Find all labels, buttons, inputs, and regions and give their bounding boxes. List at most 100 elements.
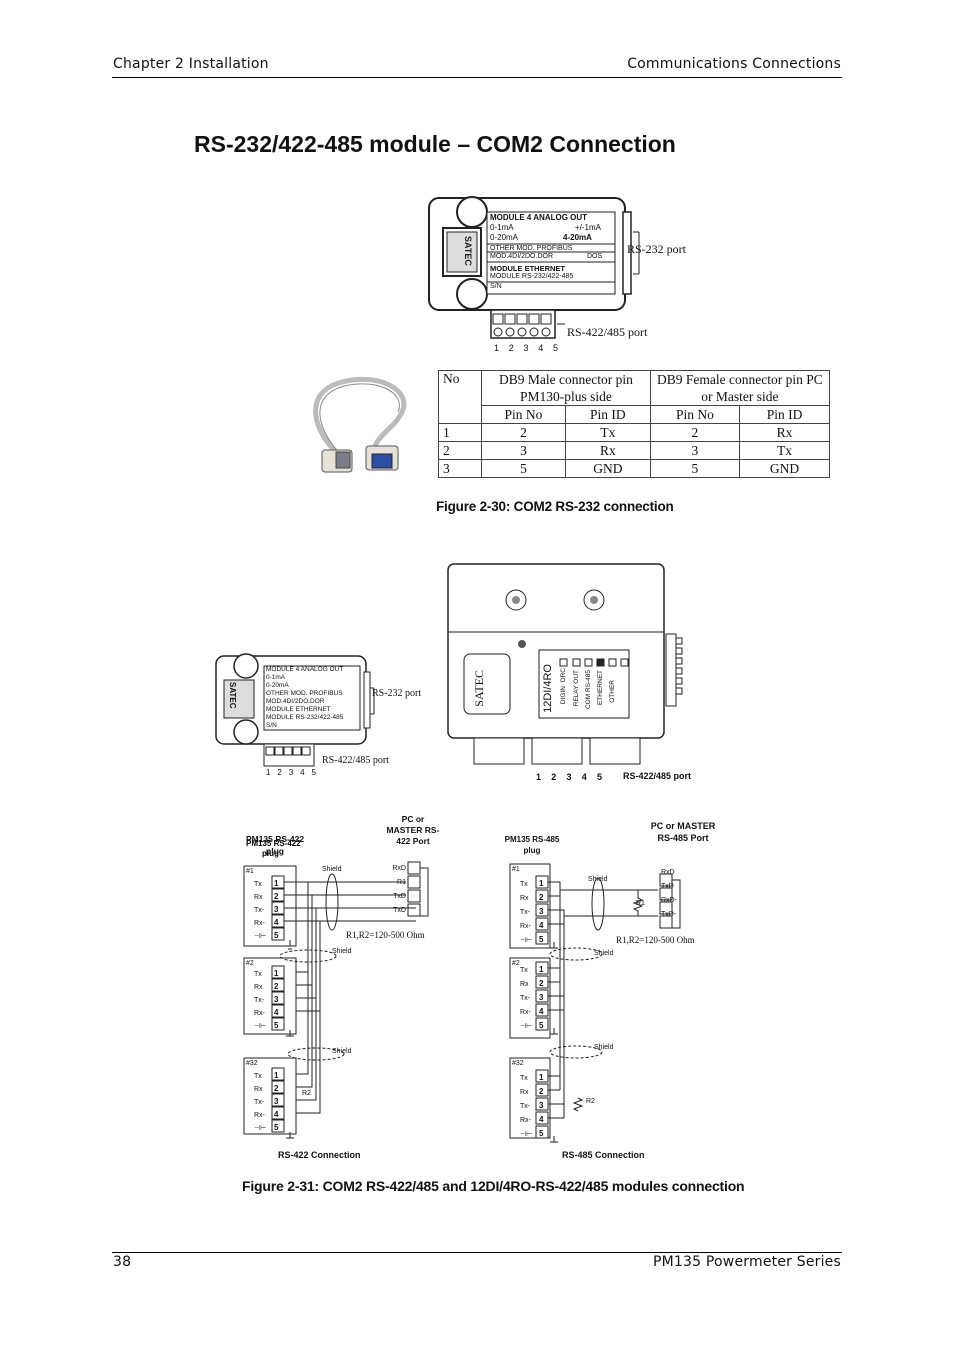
io-model-label: 12DI/4RO [542,664,554,713]
table-subheader: Pin No [481,405,566,424]
table-cell: GND [564,459,651,478]
pc-master-rs422-title: PC or MASTER RS-422 Port [386,814,440,846]
io-col-label: RELAY OUT [573,670,580,707]
label-row-10: MODULE RS-232/422-485 [490,273,574,280]
label-row-8: DOS [587,253,603,260]
io-port-label: RS-422/485 port [623,771,692,781]
rs485-port-label: RS-422/485 port [567,325,648,339]
r2-label: R2 [586,1098,595,1105]
satec-logo: SATEC [472,670,486,707]
footer-rule [112,1252,842,1253]
label-row-9: MODULE ETHERNET [490,264,565,273]
rs232-port-label: RS-232 port [372,688,422,699]
shield-label: Shield [332,1048,352,1055]
table-header-no: No [438,370,482,424]
label-row-1: MODULE 4 ANALOG OUT [490,213,588,222]
table-cell: Tx [564,423,651,442]
device-1-label: #1 [512,866,520,873]
table-cell: GND [739,459,830,478]
io-col-label: ETHERNET [597,670,604,706]
svg-text:PM135 RS-422: PM135 RS-422 [246,839,301,848]
table-subheader: Pin ID [564,405,651,424]
pm135-rs422-plug-title: PM135 RS-422 plug [245,834,305,856]
device-2-label: #2 [246,960,254,967]
label-row-5: 4-20mA [563,233,592,242]
label-row-3: +/-1mA [575,223,602,232]
table-cell: 3 [481,441,566,460]
table-cell: Rx [739,423,830,442]
table-row: 1 2 Tx 2 Rx [438,423,830,442]
shield-label: Shield [322,866,342,873]
device-32-label: #32 [246,1060,258,1067]
resistor-note: R1,R2=120-500 Ohm [616,935,695,945]
io-col-label: OTHER [609,680,616,703]
io-col-label: DIGIN [560,686,567,705]
label-row-11: S/N [490,283,502,290]
table-cell: 5 [481,459,566,478]
table-header-female: DB9 Female connector pin PC or Master si… [649,370,831,406]
footer-series: PM135 Powermeter Series [653,1254,841,1270]
table-subheader: Pin No [649,405,741,424]
label-row-7: MOD.4DI/2DO.DOR [490,253,554,260]
pm135-rs485-plug-title: PM135 RS-485 plug [504,835,560,855]
rs232-port-label: RS-232 port [627,242,687,256]
rs422-wiring-diagram: PM135 RS-422 plug PC or MASTER RS-422 Po… [236,812,446,1164]
io-module-drawing: SATEC 12DI/4RO DRC DIGIN RELAY OUT COM R… [444,560,714,784]
shield-label: Shield [594,1044,614,1051]
io-col-label: DRC [560,668,567,683]
table-row: 2 3 Rx 3 Tx [438,441,830,460]
db9-cable-image [302,372,414,480]
table-header-male: DB9 Male connector pin PM130-plus side [481,370,651,406]
rs485-port-label: RS-422/485 port [322,755,389,766]
header-chapter: Chapter 2 Installation [113,56,269,72]
r2-label: R2 [302,1090,311,1097]
figure-caption-2-31: Figure 2-31: COM2 RS-422/485 and 12DI/4R… [242,1178,745,1194]
header-section: Communications Connections [627,56,841,72]
table-cell: 2 [649,423,741,442]
shield-label: Shield [594,950,614,957]
table-cell: Tx [739,441,830,460]
table-cell: 3 [649,441,741,460]
shield-label: Shield [332,948,352,955]
label-row-6: OTHER MOD. PROFIBUS [490,245,573,252]
table-subheader: Pin ID [739,405,830,424]
table-cell: 1 [438,423,482,442]
device-2-label: #2 [512,960,520,967]
table-cell: 5 [649,459,741,478]
table-row: 3 5 GND 5 GND [438,459,830,478]
section-title: RS-232/422-485 module – COM2 Connection [194,131,676,157]
label-row-2: 0-1mA [490,223,514,232]
rs422-caption: RS-422 Connection [278,1150,361,1160]
page-number: 38 [113,1254,132,1270]
resistor-note: R1,R2=120-500 Ohm [346,930,425,940]
device-1-label: #1 [246,868,254,875]
rs422-module-drawing: SATEC MODULE 4 ANALOG OUT 0-1mA 0-20mA O… [214,652,434,780]
io-col-label: COM RS-485 [585,670,592,710]
rs485-caption: RS-485 Connection [562,1150,645,1160]
svg-text:plug: plug [262,849,279,858]
label-row-4: 0-20mA [490,233,519,242]
table-cell: Rx [564,441,651,460]
rs232-module-drawing: SATEC MODULE 4 ANALOG OUT 0-1mA +/-1mA 0… [427,192,707,358]
satec-logo: SATEC [463,236,473,266]
header-rule [112,77,842,78]
r1-label: R1 [636,900,645,907]
table-cell: 2 [481,423,566,442]
satec-logo: SATEC [228,682,237,709]
pc-master-rs485-title: PC or MASTER RS-485 Port [650,821,716,843]
module-label-text: MODULE 4 ANALOG OUT 0-1mA 0-20mA OTHER M… [266,666,344,729]
